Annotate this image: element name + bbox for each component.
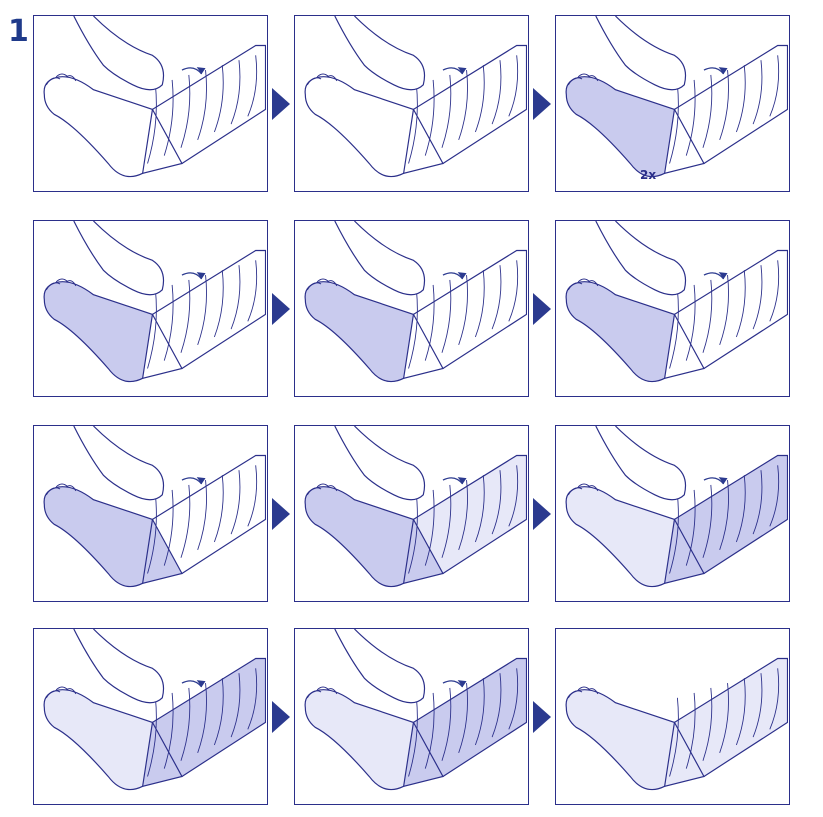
next-step-icon (533, 87, 551, 120)
leg-bandage-illustration (565, 426, 788, 588)
leg-bandage-illustration (43, 16, 266, 178)
instruction-panel (33, 220, 268, 397)
leg-bandage-illustration (565, 657, 788, 791)
next-step-icon (272, 700, 290, 733)
next-step-icon (272, 292, 290, 325)
instruction-panel (294, 628, 529, 805)
instruction-panel (294, 425, 529, 602)
leg-bandage-illustration (304, 629, 527, 791)
leg-bandage-illustration (304, 426, 527, 588)
instruction-panel (555, 628, 790, 805)
next-step-icon (272, 497, 290, 530)
instruction-panel (294, 15, 529, 192)
instruction-panel: 2x (555, 15, 790, 192)
instruction-panel (33, 628, 268, 805)
instruction-panel (555, 425, 790, 602)
step-number: 1 (8, 14, 29, 49)
next-step-icon (533, 700, 551, 733)
repeat-note: 2x (640, 168, 657, 182)
next-step-icon (533, 292, 551, 325)
leg-bandage-illustration (43, 629, 266, 791)
leg-bandage-illustration (565, 221, 788, 383)
leg-bandage-illustration (304, 221, 527, 383)
leg-bandage-illustration (43, 426, 266, 588)
leg-bandage-illustration (304, 16, 527, 178)
next-step-icon (272, 87, 290, 120)
instruction-panel (555, 220, 790, 397)
instruction-panel (33, 15, 268, 192)
leg-bandage-illustration (43, 221, 266, 383)
next-step-icon (533, 497, 551, 530)
leg-bandage-illustration (565, 16, 788, 178)
instruction-panel (33, 425, 268, 602)
instruction-panel (294, 220, 529, 397)
